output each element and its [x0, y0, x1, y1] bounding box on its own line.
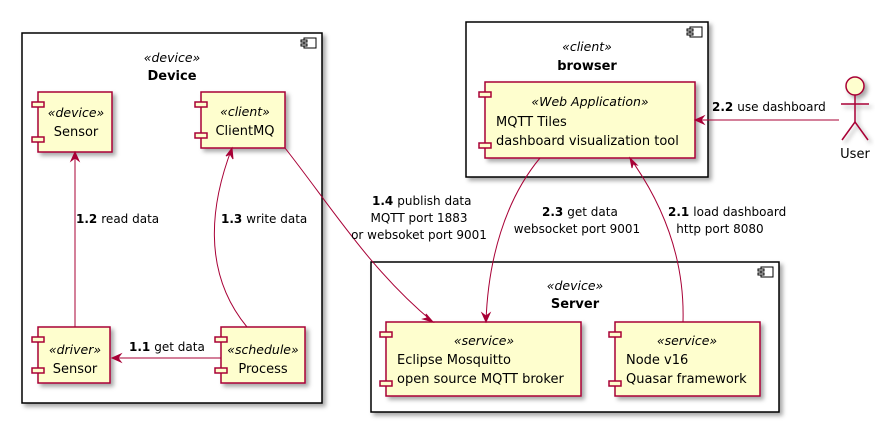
sensor-driver-name: Sensor	[53, 362, 98, 377]
sensor-driver-stereotype: «driver»	[49, 342, 101, 357]
node-stereotype: «service»	[657, 333, 717, 348]
edge-2-1-label-line2: http port 8080	[676, 222, 763, 236]
mosquitto-name: Eclipse Mosquitto	[397, 353, 511, 368]
component-icon	[686, 26, 703, 38]
component-icon	[757, 266, 774, 278]
user-actor[interactable]: User	[840, 76, 870, 162]
process-stereotype: «schedule»	[227, 342, 298, 357]
user-actor-icon	[841, 76, 869, 141]
process-component[interactable]: «schedule» Process	[214, 326, 306, 384]
mosquitto-desc: open source MQTT broker	[397, 372, 564, 387]
browser-node-stereotype: «client»	[562, 39, 612, 54]
clientmq-name: ClientMQ	[215, 124, 274, 139]
mqtt-tiles-name: MQTT Tiles	[496, 115, 567, 130]
clientmq-stereotype: «client»	[220, 104, 270, 119]
process-name: Process	[238, 362, 288, 377]
sensor-device-component[interactable]: «device» Sensor	[31, 91, 113, 153]
component-icon	[300, 37, 317, 49]
edge-2-3-label-line2: websocket port 9001	[514, 222, 640, 236]
sensor-device-stereotype: «device»	[48, 105, 105, 120]
sensor-driver-component[interactable]: «driver» Sensor	[31, 326, 111, 384]
device-node-name: Device	[147, 69, 196, 84]
server-node-stereotype: «device»	[547, 278, 604, 293]
device-node-stereotype: «device»	[144, 50, 201, 65]
node-name: Node v16	[626, 353, 688, 368]
server-node-name: Server	[551, 297, 600, 312]
edge-1-4-label-line3: or websoket port 9001	[351, 228, 487, 242]
mosquitto-stereotype: «service»	[454, 333, 514, 348]
user-actor-name: User	[840, 147, 870, 162]
node-component[interactable]: «service» Node v16 Quasar framework	[608, 321, 761, 397]
clientmq-component[interactable]: «client» ClientMQ	[194, 91, 286, 149]
mqtt-tiles-component[interactable]: «Web Application» MQTT Tiles dashboard v…	[478, 81, 696, 159]
node-desc: Quasar framework	[626, 372, 747, 387]
browser-node-name: browser	[557, 59, 617, 74]
mosquitto-component[interactable]: «service» Eclipse Mosquitto open source …	[379, 321, 582, 397]
mqtt-tiles-stereotype: «Web Application»	[531, 94, 648, 109]
sensor-device-name: Sensor	[54, 125, 99, 140]
edge-1-4-label-line2: MQTT port 1883	[370, 211, 467, 225]
mqtt-tiles-desc: dashboard visualization tool	[496, 134, 679, 149]
